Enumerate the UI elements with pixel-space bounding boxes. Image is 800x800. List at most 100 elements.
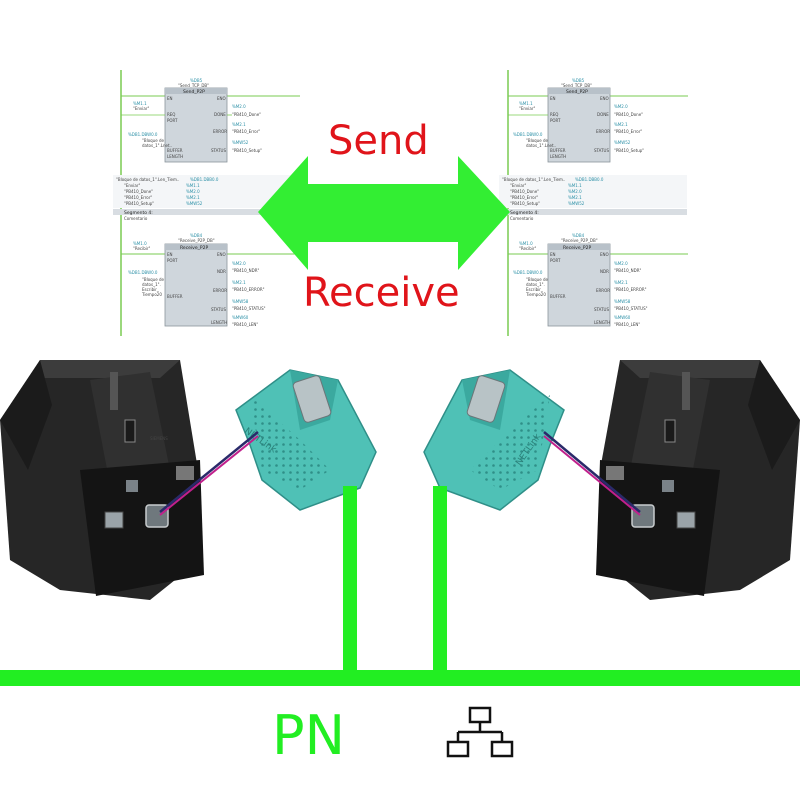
send-input-tag: %M1.1 — [519, 101, 533, 106]
svg-text:STATUS: STATUS — [211, 307, 226, 312]
svg-text:PORT: PORT — [550, 118, 561, 123]
svg-text:EN: EN — [167, 252, 173, 257]
watch-row-addr: %MW52 — [568, 201, 585, 206]
svg-text:%M2.1: %M2.1 — [614, 280, 628, 285]
watch-row-addr: %M1.1 — [568, 183, 582, 188]
svg-text:REQ: REQ — [550, 112, 558, 117]
watch-row-name: "PB410_Setup" — [510, 201, 540, 206]
svg-text:PORT: PORT — [550, 258, 561, 263]
svg-text:Escribir_: Escribir_ — [142, 287, 160, 292]
network-bus — [0, 670, 800, 686]
watch-row-name: "Enviar" — [124, 183, 140, 188]
watch-row-addr: %M2.0 — [568, 189, 582, 194]
recv-block-name: Receive_P2P — [563, 245, 591, 251]
svg-text:ERROR: ERROR — [213, 288, 227, 293]
svg-text:%M2.0: %M2.0 — [232, 104, 246, 109]
svg-text:datos_1".Lnet..: datos_1".Lnet.. — [142, 143, 172, 148]
svg-text:STATUS: STATUS — [594, 307, 609, 312]
send-db-ref: %DB1.DBW0.0 — [513, 132, 543, 137]
svg-text:PORT: PORT — [167, 258, 178, 263]
send-output-2: "PB410_Error" — [614, 129, 642, 134]
watch-header: "Bloque de datos_1".Len_Tiem.. — [116, 177, 179, 182]
receive-label: Receive — [303, 270, 460, 316]
send-output-1: "PB410_Done" — [232, 112, 261, 117]
svg-text:%M2.0: %M2.0 — [614, 261, 628, 266]
svg-text:%MW58: %MW58 — [614, 299, 631, 304]
ladder-panel-right: %DB5 "Send_TCP_DB" Send_P2P EN REQ PORT … — [498, 68, 690, 338]
svg-text:BUFFER: BUFFER — [167, 294, 183, 299]
send-label: Send — [328, 118, 429, 164]
bidirectional-arrow — [258, 156, 510, 270]
svg-text:%M2.1: %M2.1 — [232, 280, 246, 285]
watch-value: %DB1.DBB0.0 — [190, 177, 219, 182]
svg-text:EN: EN — [167, 96, 173, 101]
svg-text:%MW52: %MW52 — [232, 140, 249, 145]
watch-row-addr: %M1.1 — [186, 183, 200, 188]
segment-comment: Comentario — [510, 216, 534, 221]
cable-left — [159, 431, 259, 516]
recv-block-name: Receive_P2P — [180, 245, 208, 251]
send-output-3: "PB410_Setup" — [614, 148, 644, 153]
watch-row-name: "Enviar" — [510, 183, 526, 188]
recv-output-3: "PB410_STATUS" — [232, 306, 266, 311]
svg-text:datos_1".Lnet..: datos_1".Lnet.. — [526, 143, 556, 148]
svg-text:Tiempo20: Tiempo20 — [525, 292, 546, 297]
watch-row-addr: %M2.1 — [568, 195, 582, 200]
cable-right — [543, 431, 641, 516]
svg-text:datos_1".: datos_1". — [526, 282, 545, 287]
svg-text:%MW58: %MW58 — [232, 299, 249, 304]
recv-input-name: "Recibir" — [519, 246, 537, 251]
svg-text:LENGTH: LENGTH — [594, 320, 610, 325]
svg-text:%MW60: %MW60 — [232, 315, 249, 320]
svg-text:ENO: ENO — [600, 252, 609, 257]
svg-text:EN: EN — [550, 96, 556, 101]
recv-output-2: "PB410_ERROR" — [232, 287, 265, 292]
send-db-instance: "Send_TCP_DB" — [561, 83, 592, 88]
recv-db-tag: %DB4 — [190, 233, 203, 238]
send-output-1: "PB410_Done" — [614, 112, 643, 117]
network-drop-right — [433, 486, 447, 680]
recv-output-4: "PB410_LEN" — [232, 322, 258, 327]
send-input-tag: %M1.1 — [133, 101, 147, 106]
svg-text:ENO: ENO — [217, 252, 226, 257]
plc-right — [596, 360, 800, 600]
svg-text:datos_1".: datos_1". — [142, 282, 161, 287]
recv-output-1: "PB410_NDR" — [614, 268, 641, 273]
svg-text:%M2.0: %M2.0 — [614, 104, 628, 109]
svg-text:STATUS: STATUS — [594, 148, 609, 153]
svg-text:BUFFER: BUFFER — [550, 148, 566, 153]
netlink-adapter-right: NETLink — [423, 369, 565, 511]
send-input-name: "Enviar" — [133, 106, 149, 111]
watch-row-addr: %M2.0 — [186, 189, 200, 194]
watch-row-addr: %M2.1 — [186, 195, 200, 200]
recv-input-tag: %M1.0 — [519, 241, 533, 246]
recv-db-ref: %DB1.DBW0.0 — [513, 270, 543, 275]
svg-text:%M2.0: %M2.0 — [232, 261, 246, 266]
watch-header: "Bloque de datos_1".Len_Tiem.. — [502, 177, 565, 182]
svg-text:LENGTH: LENGTH — [211, 320, 227, 325]
svg-text:DONE: DONE — [597, 112, 609, 117]
svg-text:REQ: REQ — [167, 112, 175, 117]
svg-text:"Bloque de: "Bloque de — [526, 138, 548, 143]
svg-text:STATUS: STATUS — [211, 148, 226, 153]
svg-text:ENO: ENO — [600, 96, 609, 101]
svg-text:ERROR: ERROR — [596, 129, 610, 134]
svg-text:%MW52: %MW52 — [614, 140, 631, 145]
recv-db-instance: "Receive_P2P_DB" — [178, 238, 215, 243]
svg-text:"Bloque de: "Bloque de — [526, 277, 548, 282]
svg-text:BUFFER: BUFFER — [167, 148, 183, 153]
svg-text:%MW60: %MW60 — [614, 315, 631, 320]
network-topology-icon — [446, 706, 514, 758]
svg-text:LENGTH: LENGTH — [167, 154, 183, 159]
svg-text:DONE: DONE — [214, 112, 226, 117]
recv-output-4: "PB410_LEN" — [614, 322, 640, 327]
segment-label: Segmento 4: — [510, 210, 539, 216]
svg-text:PORT: PORT — [167, 118, 178, 123]
recv-db-tag: %DB4 — [572, 233, 585, 238]
svg-text:NDR: NDR — [600, 269, 609, 274]
svg-text:ERROR: ERROR — [213, 129, 227, 134]
send-db-tag: %DB5 — [190, 78, 203, 83]
segment-label: Segmento 4: — [124, 210, 153, 216]
send-db-ref: %DB1.DBW0.0 — [128, 132, 158, 137]
recv-input-tag: %M1.0 — [133, 241, 147, 246]
